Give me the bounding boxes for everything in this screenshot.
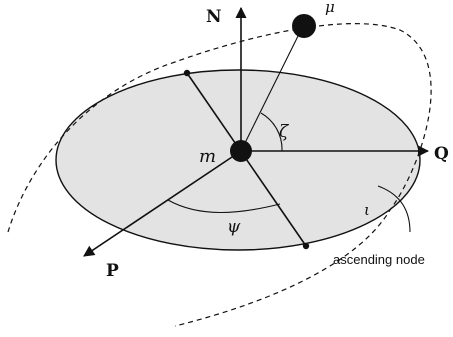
zeta-arc <box>260 112 283 152</box>
mu-label: μ <box>325 0 335 16</box>
orbit-path <box>7 23 432 327</box>
central-mass-m <box>230 140 252 162</box>
p-axis-label: P <box>106 261 119 281</box>
iota-label: ι <box>364 201 370 219</box>
n-axis-label: N <box>206 7 222 27</box>
orbiting-body-mu <box>292 14 316 38</box>
zeta-label: ζ <box>279 122 290 142</box>
m-label: m <box>199 146 216 167</box>
descending-node-dot <box>183 69 191 77</box>
radius-vector-to-mu <box>240 27 303 152</box>
iota-arc <box>377 185 411 233</box>
ascending-node-dot <box>302 242 310 250</box>
q-axis-label: Q <box>434 144 449 164</box>
p-axis-arrow <box>83 150 242 257</box>
ascending-node-label: ascending node <box>333 252 425 267</box>
psi-arc <box>167 199 281 213</box>
psi-label: ψ <box>227 217 241 237</box>
